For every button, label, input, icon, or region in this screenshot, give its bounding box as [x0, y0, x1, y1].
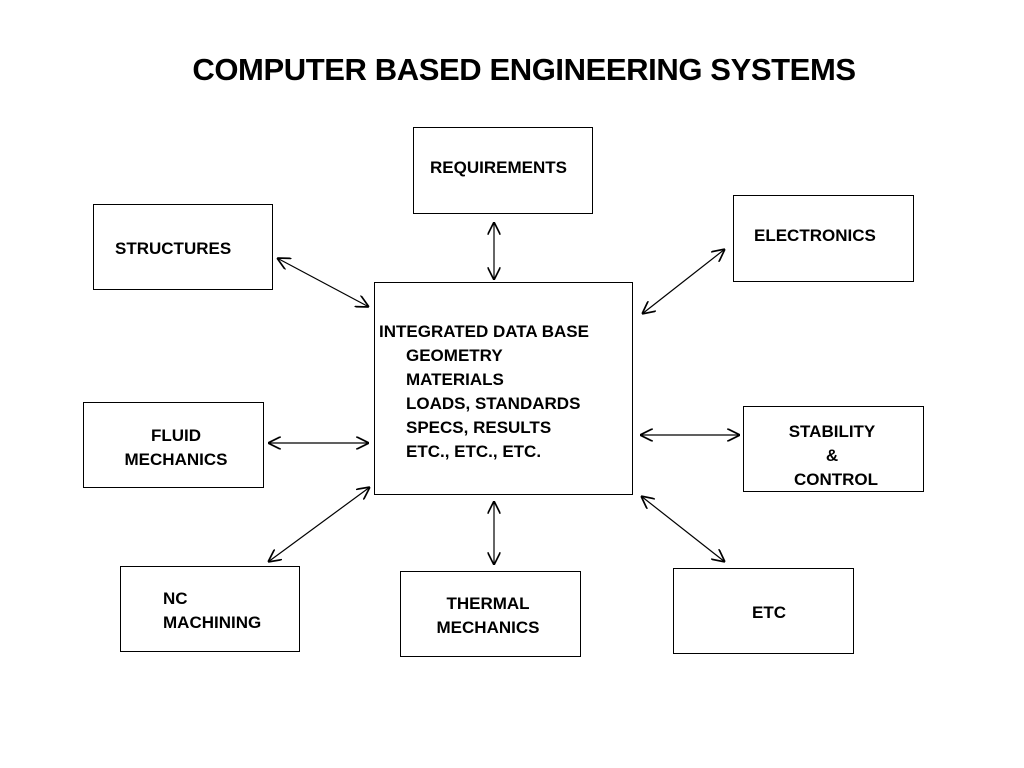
- arrow-electronics: [642, 249, 725, 314]
- arrow-structures: [277, 258, 369, 307]
- thermal-mechanics-line: THERMAL: [446, 594, 530, 613]
- database-item: GEOMETRY: [406, 346, 503, 365]
- database-item: LOADS, STANDARDS: [406, 394, 581, 413]
- nc-machining-line: MACHINING: [163, 613, 262, 632]
- arrow-nc-machining: [268, 487, 370, 562]
- database-item: SPECS, RESULTS: [406, 418, 552, 437]
- database-heading: INTEGRATED DATA BASE: [379, 322, 589, 341]
- thermal-mechanics-label: THERMAL MECHANICS: [400, 592, 576, 640]
- fluid-mechanics-line: MECHANICS: [124, 450, 228, 469]
- thermal-mechanics-box: [400, 571, 581, 657]
- arrow-etc: [641, 496, 725, 562]
- etc-box: [673, 568, 854, 654]
- requirements-box: [413, 127, 593, 214]
- etc-label: ETC: [752, 603, 786, 622]
- nc-machining-box: [120, 566, 300, 652]
- structures-box: [93, 204, 273, 290]
- nc-machining-label: NC MACHINING: [163, 587, 261, 635]
- nc-machining-line: NC: [163, 589, 188, 608]
- stability-control-box: [743, 406, 924, 492]
- stability-control-line: CONTROL: [793, 470, 879, 489]
- structures-label: STRUCTURES: [115, 239, 232, 258]
- fluid-mechanics-label: FLUID MECHANICS: [83, 424, 269, 472]
- database-item: ETC., ETC., ETC.: [406, 442, 542, 461]
- stability-control-label: STABILITY & CONTROL: [743, 420, 924, 492]
- fluid-mechanics-box: [83, 402, 264, 488]
- fluid-mechanics-line: FLUID: [150, 426, 202, 445]
- stability-control-line: &: [825, 446, 839, 465]
- electronics-box: [733, 195, 914, 282]
- database-item: MATERIALS: [406, 370, 504, 389]
- electronics-label: ELECTRONICS: [754, 226, 876, 245]
- stability-control-line: STABILITY: [788, 422, 876, 441]
- thermal-mechanics-line: MECHANICS: [436, 618, 540, 637]
- integrated-database-content: INTEGRATED DATA BASE GEOMETRY MATERIALS …: [379, 320, 589, 464]
- integrated-database-box: [374, 282, 633, 495]
- page-title: COMPUTER BASED ENGINEERING SYSTEMS: [192, 52, 856, 87]
- requirements-label: REQUIREMENTS: [430, 158, 567, 177]
